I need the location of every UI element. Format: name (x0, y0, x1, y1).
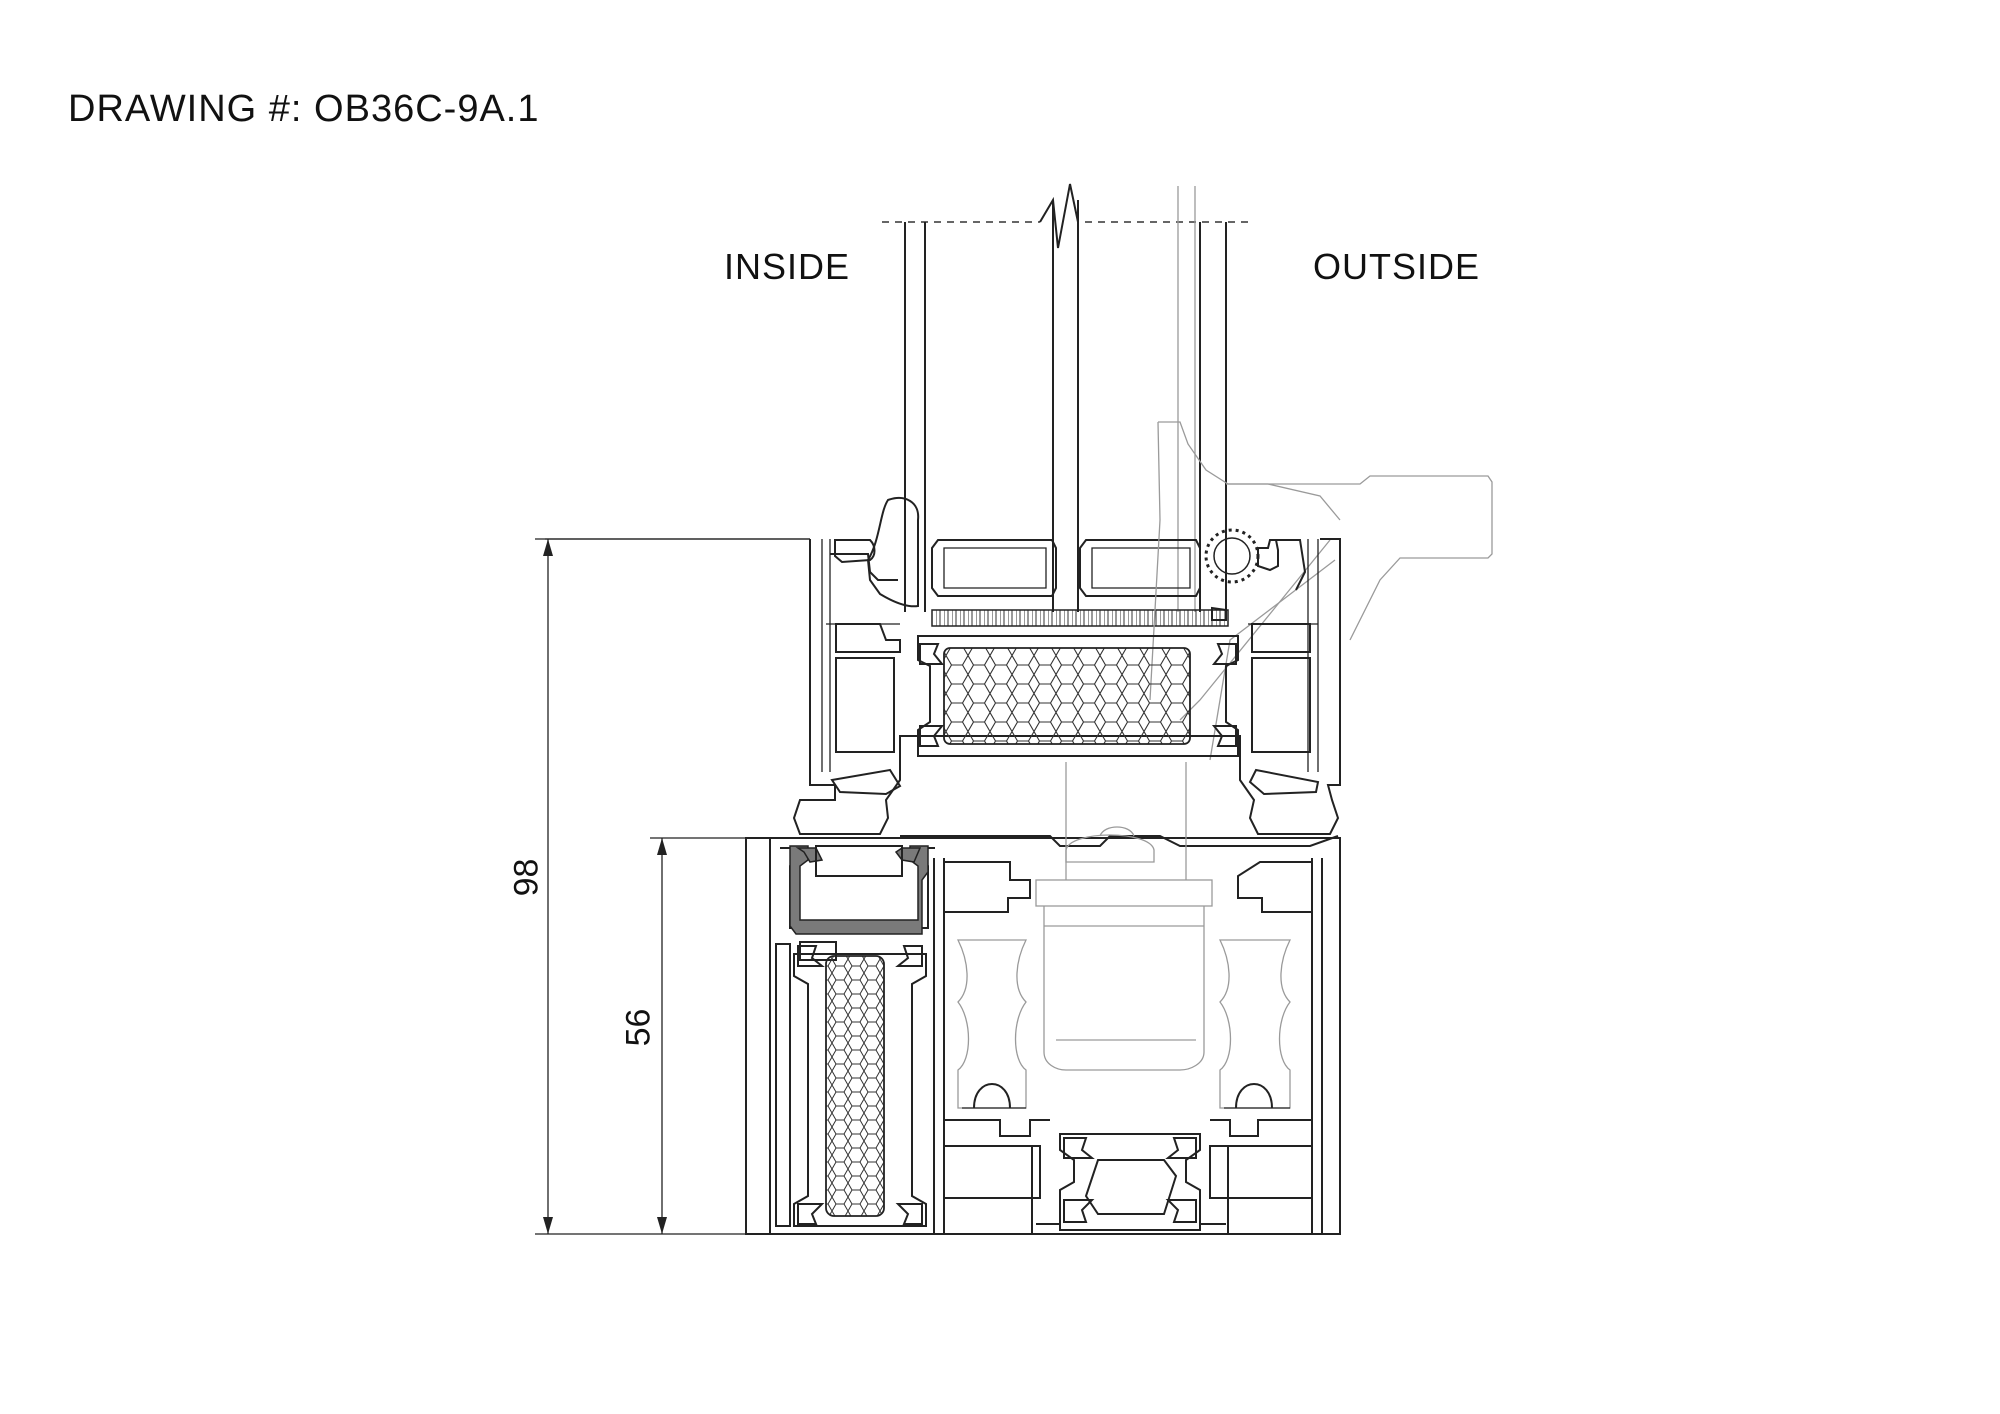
inside-label: INSIDE (724, 246, 851, 287)
outside-bead (1149, 421, 1493, 761)
outside-label: OUTSIDE (1313, 246, 1481, 287)
glazing-unit (882, 183, 1250, 612)
roller-hardware (956, 762, 1292, 1109)
spacer-bars (931, 539, 1229, 627)
drawing-number: DRAWING #: OB36C-9A.1 (68, 88, 540, 130)
dimension-lines (535, 538, 810, 1235)
sash-profile (545, 497, 1341, 835)
frame-profile (745, 835, 1341, 1235)
